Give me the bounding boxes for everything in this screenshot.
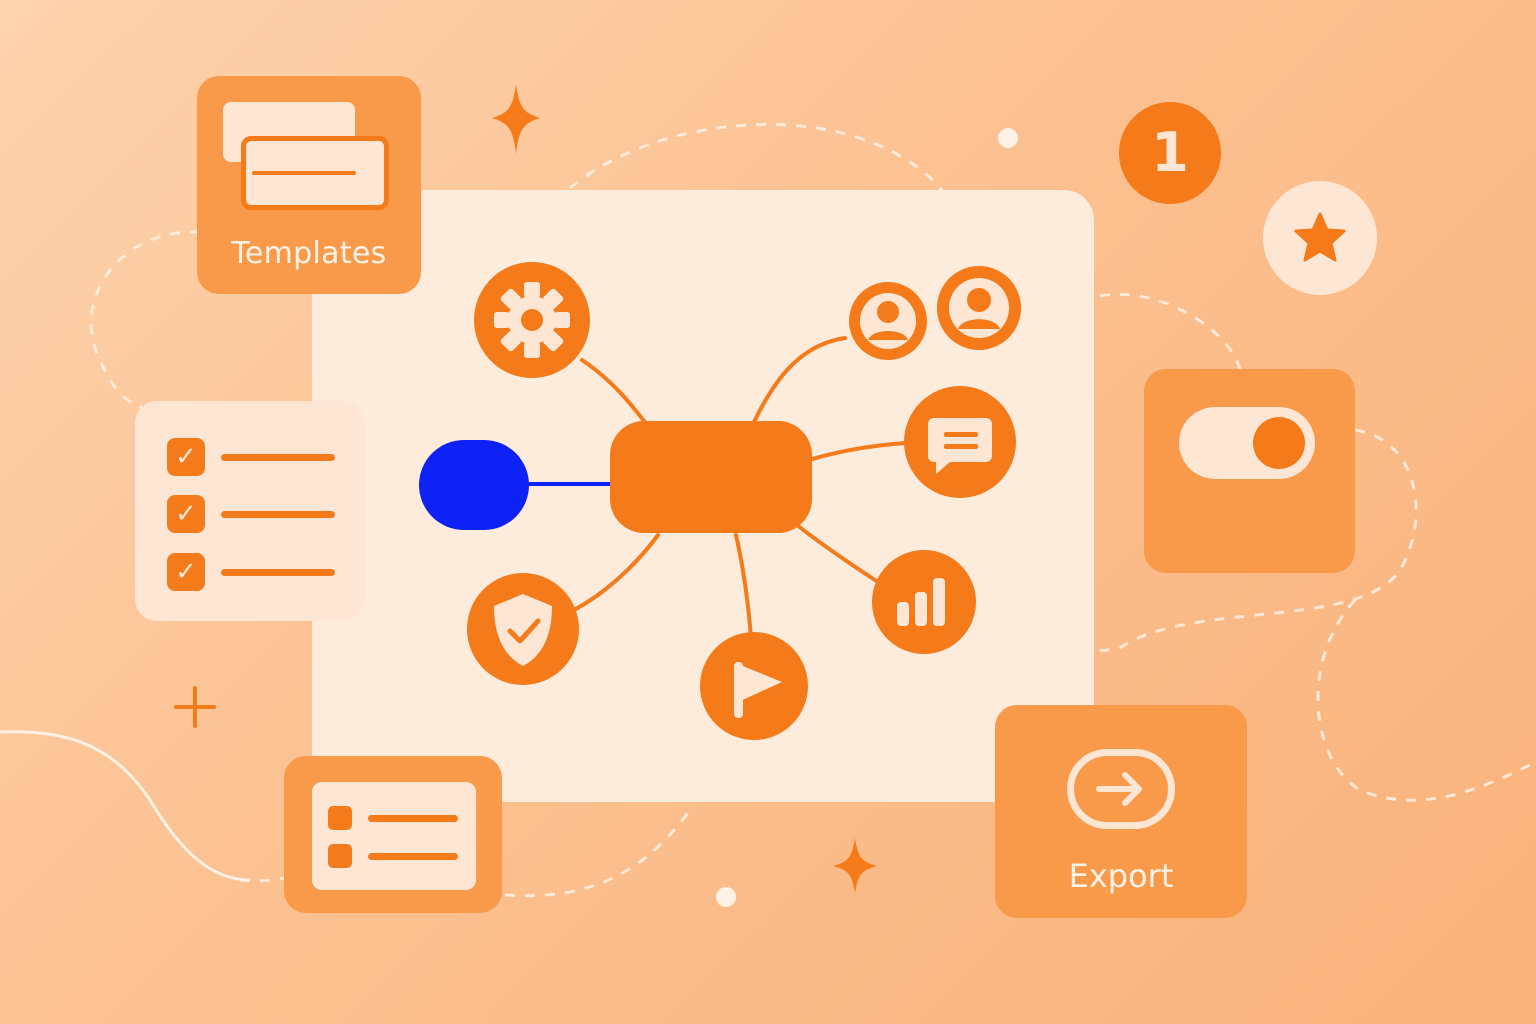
sparkle-icon-bottom bbox=[833, 838, 877, 893]
decor-dot-bottom bbox=[716, 887, 736, 907]
analytics-node[interactable] bbox=[872, 550, 976, 654]
plus-icon bbox=[174, 686, 216, 728]
template-card-front bbox=[241, 136, 389, 210]
checklist-item[interactable]: ✓ bbox=[167, 495, 337, 533]
list-view-button[interactable] bbox=[284, 756, 502, 913]
user-icon bbox=[949, 278, 1009, 338]
gear-icon bbox=[494, 282, 570, 358]
export-button[interactable]: Export bbox=[995, 705, 1247, 918]
list-item-line bbox=[368, 815, 458, 822]
decor-dot-top bbox=[998, 128, 1018, 148]
list-preview bbox=[312, 782, 476, 890]
edge-comments bbox=[807, 441, 908, 462]
edge-security bbox=[572, 533, 660, 612]
list-item bbox=[328, 806, 462, 830]
toggle-knob[interactable] bbox=[1253, 417, 1305, 469]
edge-milestone bbox=[734, 533, 753, 640]
bar-chart-icon bbox=[897, 578, 945, 626]
list-bullet-icon bbox=[328, 806, 352, 830]
toggle-panel bbox=[1144, 369, 1355, 573]
dashed-curve-bottom bbox=[504, 809, 692, 898]
templates-button[interactable]: Templates bbox=[197, 76, 421, 294]
dashed-curve-bottom-left bbox=[239, 876, 285, 883]
templates-label: Templates bbox=[231, 236, 387, 271]
shield-check-icon bbox=[494, 594, 552, 666]
settings-node[interactable] bbox=[474, 262, 590, 378]
list-item bbox=[328, 844, 462, 868]
arrow-right-icon bbox=[1096, 772, 1142, 806]
user-icon bbox=[860, 293, 916, 349]
checklist-item-line bbox=[221, 569, 335, 576]
users-node[interactable] bbox=[849, 282, 927, 360]
chat-icon bbox=[928, 418, 992, 474]
export-label: Export bbox=[1068, 857, 1174, 895]
toggle-switch[interactable] bbox=[1179, 407, 1315, 479]
comments-node[interactable] bbox=[904, 386, 1016, 498]
milestone-node[interactable] bbox=[700, 632, 808, 740]
selected-node[interactable] bbox=[419, 440, 529, 530]
checklist-panel[interactable]: ✓ ✓ ✓ bbox=[135, 401, 365, 621]
edge-settings bbox=[580, 358, 649, 427]
mindmap-graph bbox=[419, 262, 1021, 740]
user-node[interactable] bbox=[937, 266, 1021, 350]
checklist-item-line bbox=[221, 454, 335, 461]
edge-analytics bbox=[795, 523, 880, 584]
star-icon bbox=[1294, 212, 1346, 262]
notification-badge[interactable]: 1 bbox=[1119, 102, 1221, 204]
checkbox-checked-icon[interactable]: ✓ bbox=[167, 495, 205, 533]
checklist-item-line bbox=[221, 511, 335, 518]
security-node[interactable] bbox=[467, 573, 579, 685]
edge-users bbox=[752, 336, 847, 424]
center-node[interactable] bbox=[610, 421, 812, 533]
dashed-curve-bottom-right bbox=[1316, 598, 1536, 802]
checkbox-checked-icon[interactable]: ✓ bbox=[167, 438, 205, 476]
favorite-button[interactable] bbox=[1263, 181, 1377, 295]
list-item-line bbox=[368, 853, 458, 860]
flag-icon bbox=[734, 662, 782, 718]
checklist-item[interactable]: ✓ bbox=[167, 438, 337, 476]
checkbox-checked-icon[interactable]: ✓ bbox=[167, 553, 205, 591]
dashed-curve-left bbox=[89, 230, 201, 412]
sparkle-icon-top bbox=[492, 84, 540, 154]
export-arrow-button[interactable] bbox=[1067, 749, 1175, 829]
solid-curve-bottom-left bbox=[0, 730, 251, 882]
checklist-item[interactable]: ✓ bbox=[167, 553, 337, 591]
list-bullet-icon bbox=[328, 844, 352, 868]
